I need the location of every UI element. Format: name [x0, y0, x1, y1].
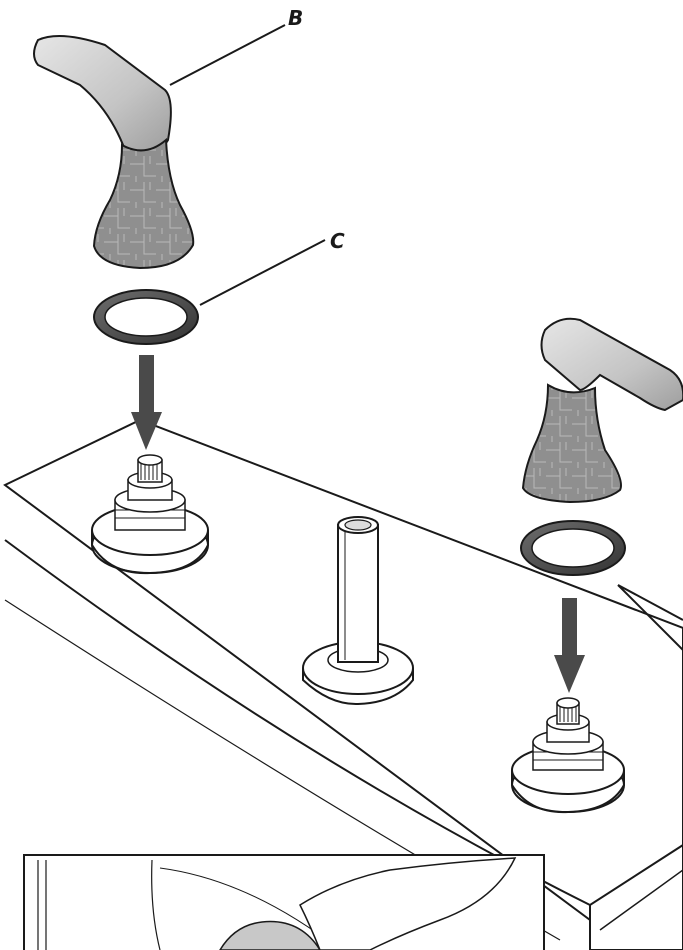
- center-spout-shank: [302, 516, 414, 706]
- detail-inset: [23, 854, 545, 950]
- left-down-arrow: [131, 355, 162, 450]
- callout-label-c: C: [330, 229, 345, 253]
- right-down-arrow: [554, 598, 585, 693]
- callout-b: B: [169, 6, 303, 86]
- callout-c: C: [199, 229, 345, 306]
- left-o-ring: [93, 289, 199, 345]
- right-valve-cartridge: [511, 697, 625, 814]
- left-valve-cartridge: [91, 454, 209, 575]
- left-handle: [33, 35, 195, 270]
- right-callout-lines: [617, 584, 683, 651]
- right-o-ring: [520, 520, 626, 576]
- callout-label-b: B: [288, 6, 303, 30]
- right-handle: [521, 317, 683, 504]
